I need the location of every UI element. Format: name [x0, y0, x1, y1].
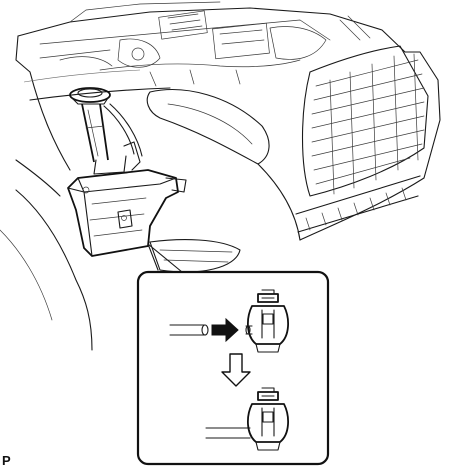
washer-tank-assembly: [67, 87, 187, 257]
hose-connected: [205, 427, 251, 439]
outlined-down-arrow-icon: [221, 353, 251, 387]
engine-bay: [23, 10, 371, 87]
pump-connector-top: [245, 289, 289, 353]
front-grille: [301, 45, 429, 197]
washer-tank: [67, 141, 187, 257]
callout-detail-box: [136, 270, 330, 466]
figure-corner-label: P: [2, 453, 11, 468]
callout-leader: [147, 243, 183, 273]
lower-bumper-grille: [149, 175, 421, 273]
solid-right-arrow-icon: [211, 317, 239, 343]
filler-neck: [81, 103, 109, 163]
pump-connector-bottom: [247, 387, 289, 451]
hose-disconnected: [169, 324, 209, 336]
vehicle-front-body: [0, 1, 441, 351]
filler-cap: [69, 87, 111, 105]
